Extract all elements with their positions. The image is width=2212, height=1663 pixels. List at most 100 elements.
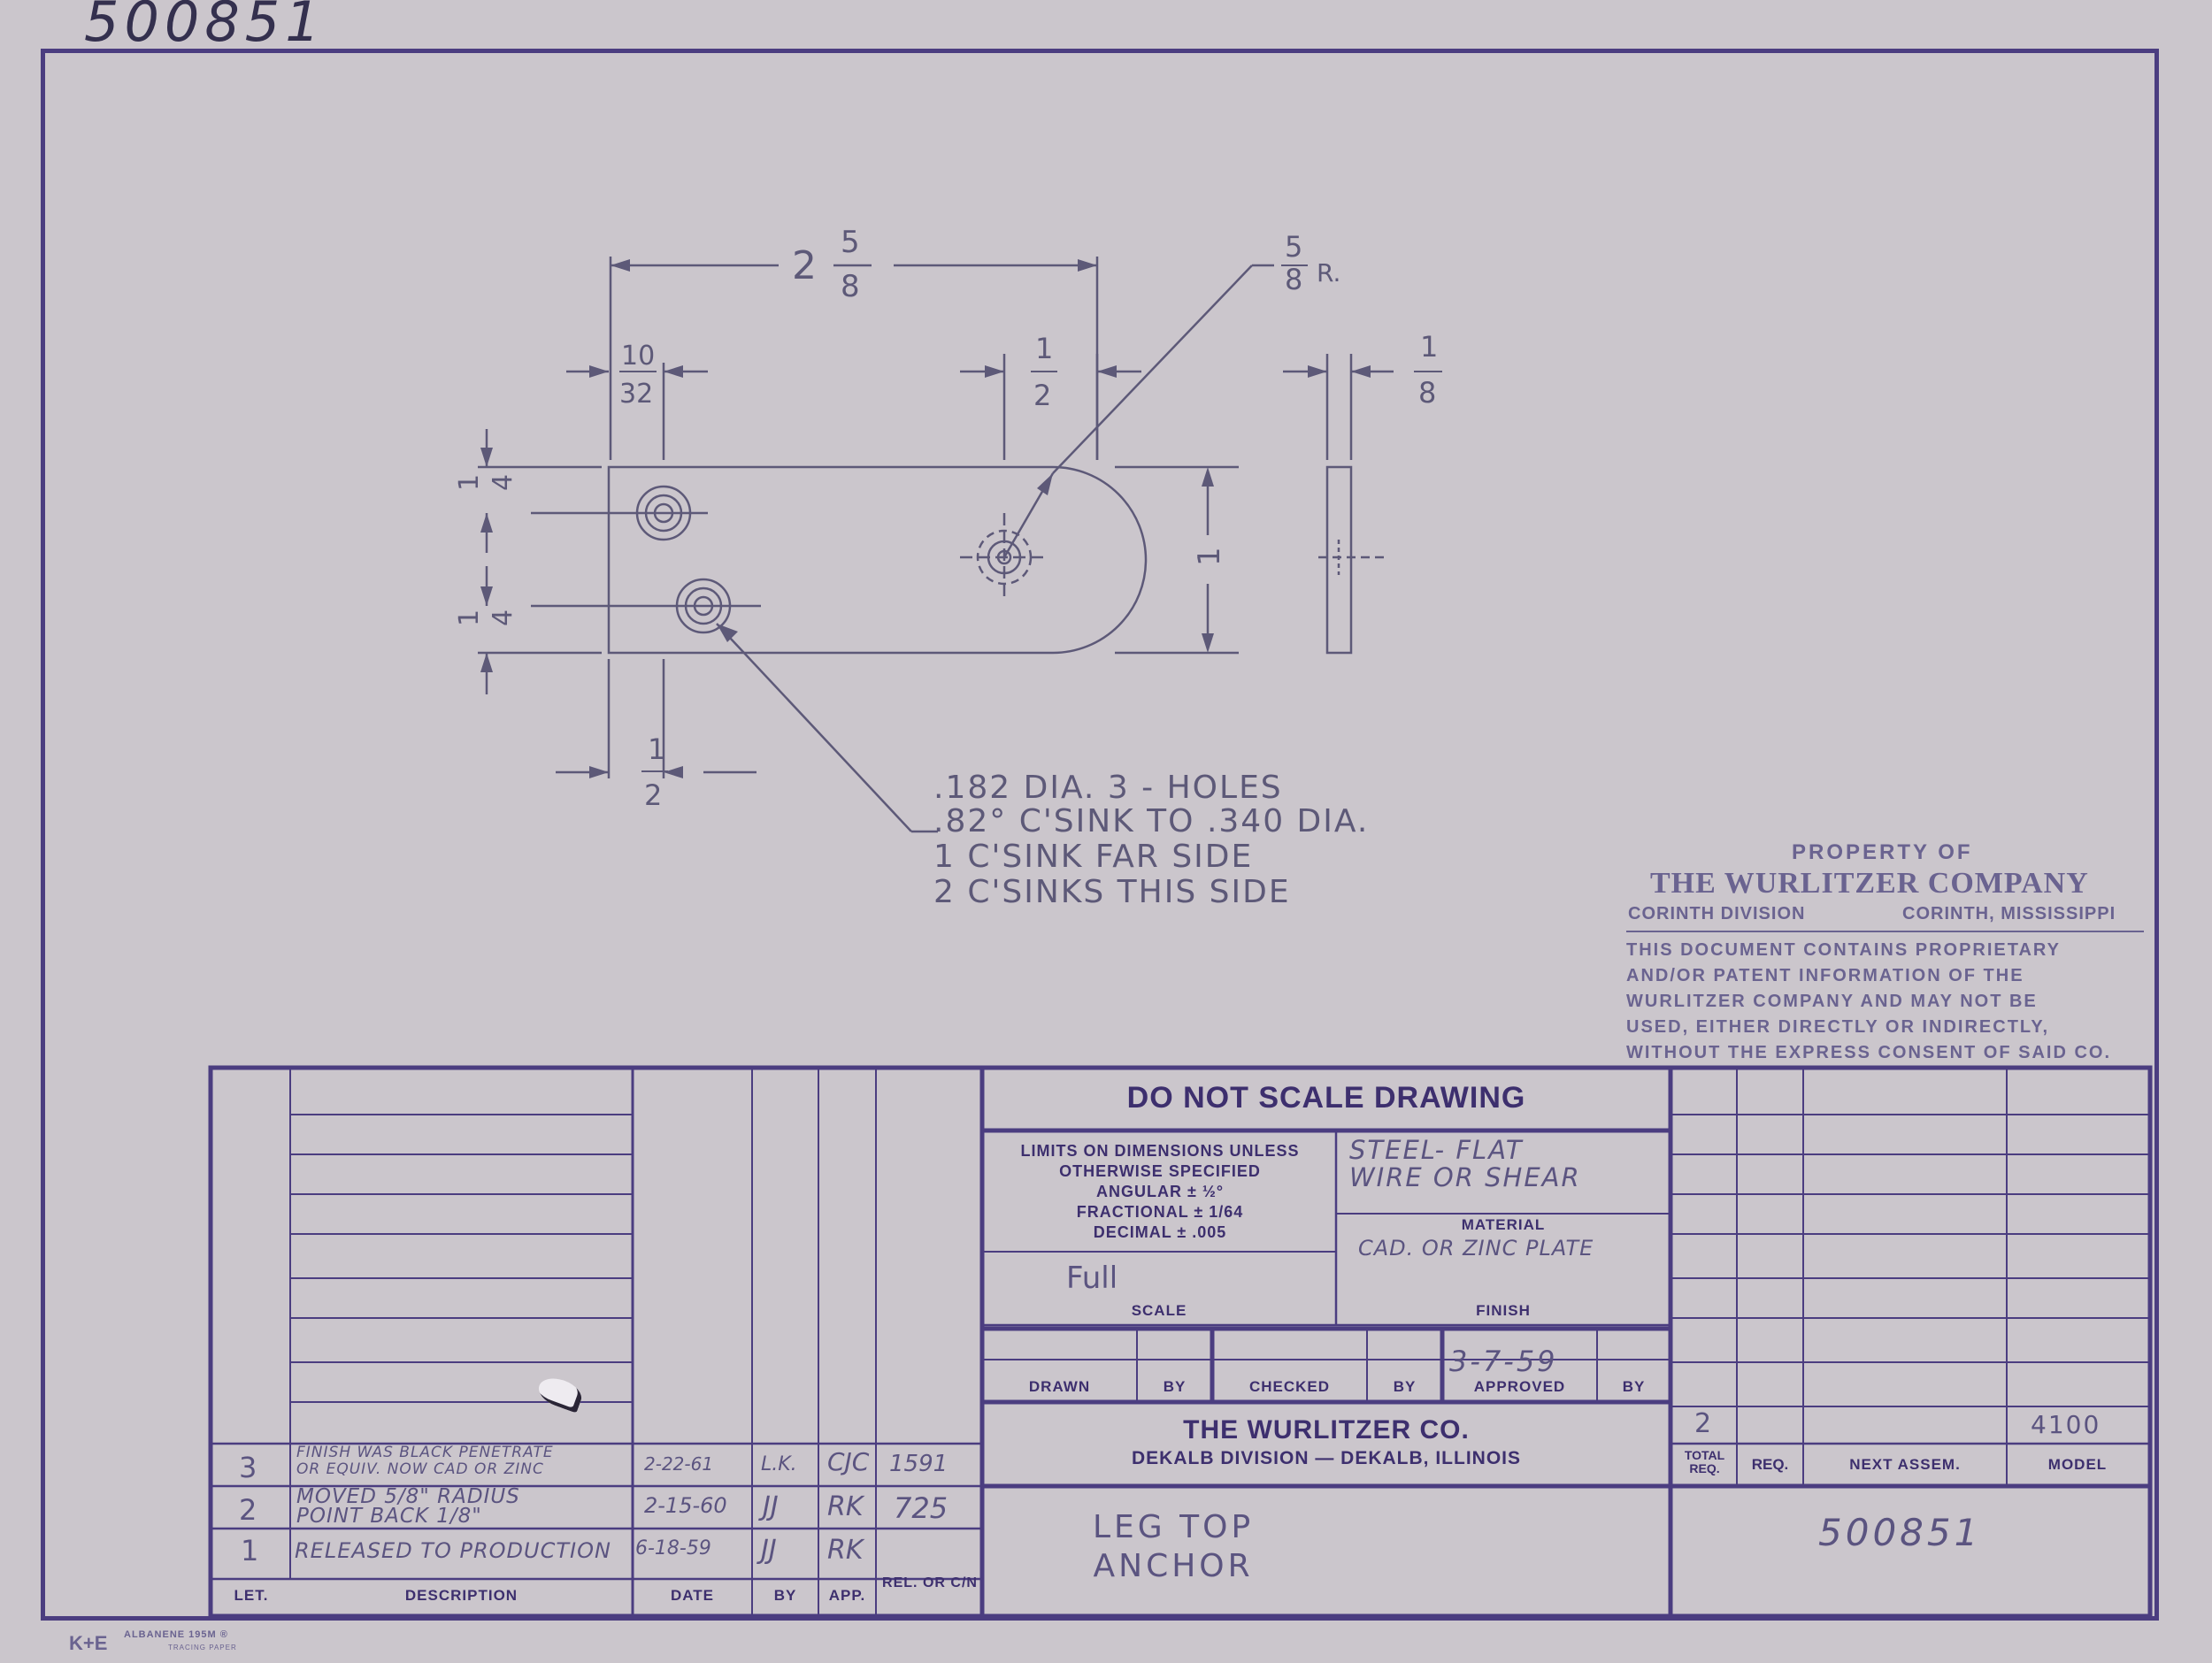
rev-1-letter: 1 bbox=[241, 1534, 259, 1567]
hole-note-line-3: 1 C'SINK FAR SIDE bbox=[933, 839, 1253, 875]
scale-value: Full bbox=[1066, 1261, 1118, 1296]
notice-line: WITHOUT THE EXPRESS CONSENT OF SAID CO. bbox=[1626, 1043, 2112, 1062]
finish-label: FINISH bbox=[1476, 1302, 1531, 1319]
drawn-by-label: BY bbox=[1163, 1378, 1187, 1395]
rev-2-description: MOVED 5/8" RADIUS POINT BACK 1/8" bbox=[296, 1485, 520, 1528]
checked-label: CHECKED bbox=[1248, 1378, 1331, 1395]
material-line: WIRE OR SHEAR bbox=[1349, 1162, 1581, 1192]
paper-brand-line-1: ALBANENE 195M ® bbox=[124, 1629, 228, 1640]
dim-bottom-den: 2 bbox=[644, 778, 662, 812]
property-division: CORINTH DIVISION bbox=[1628, 904, 1806, 923]
property-of-label: PROPERTY OF bbox=[1792, 840, 1973, 864]
rev-header-date: DATE bbox=[670, 1587, 714, 1604]
total-req-label: TOTAL REQ. bbox=[1684, 1448, 1725, 1475]
part-title: LEG TOP ANCHOR bbox=[1093, 1508, 1254, 1586]
dim-overall-whole: 2 bbox=[792, 243, 817, 288]
rev-1-app: RK bbox=[827, 1535, 864, 1566]
rev-header-let: LET. bbox=[234, 1587, 269, 1604]
tolerance-limits: LIMITS ON DIMENSIONS UNLESS OTHERWISE SP… bbox=[984, 1141, 1336, 1243]
dim-vert1-num: 1 bbox=[454, 474, 485, 491]
hole-note-line-2: .82° C'SINK TO .340 DIA. bbox=[933, 803, 1369, 839]
next-assem-label: NEXT ASSEM. bbox=[1849, 1456, 1961, 1473]
rev-3-app: CJC bbox=[827, 1447, 870, 1476]
company-division: DEKALB DIVISION — DEKALB, ILLINOIS bbox=[1131, 1448, 1521, 1468]
notice-line: AND/OR PATENT INFORMATION OF THE bbox=[1626, 966, 2024, 985]
hole-note-line-4: 2 C'SINKS THIS SIDE bbox=[933, 874, 1291, 910]
scale-label: SCALE bbox=[1131, 1302, 1187, 1319]
limits-line: OTHERWISE SPECIFIED bbox=[1059, 1162, 1261, 1180]
rev-header-description: DESCRIPTION bbox=[404, 1587, 518, 1604]
rev-3-by: L.K. bbox=[761, 1453, 797, 1475]
notice-line: USED, EITHER DIRECTLY OR INDIRECTLY, bbox=[1626, 1017, 2049, 1037]
dim-height: 1 bbox=[1192, 547, 1227, 566]
rev-header-app: APP. bbox=[828, 1587, 866, 1604]
part-title-line: LEG TOP bbox=[1093, 1509, 1255, 1545]
rev-2-date: 2-15-60 bbox=[644, 1493, 727, 1518]
dim-hole-offset-den: 32 bbox=[619, 379, 653, 410]
rev-2-rel: 725 bbox=[894, 1491, 949, 1525]
dim-hole-offset-num: 10 bbox=[621, 341, 655, 372]
hole-note-line-1: .182 DIA. 3 - HOLES bbox=[933, 770, 1283, 806]
model-value: 4100 bbox=[2031, 1410, 2101, 1439]
rev-header-rel: REL. OR C/N bbox=[882, 1575, 978, 1590]
rev-3-description: FINISH WAS BLACK PENETRATE OR EQUIV. NOW… bbox=[296, 1445, 554, 1478]
property-city: CORINTH, MISSISSIPPI bbox=[1902, 904, 2116, 923]
corner-drawing-number: 500851 bbox=[84, 0, 326, 54]
dim-vert1-den: 4 bbox=[488, 474, 518, 491]
dim-vert2-num: 1 bbox=[454, 609, 485, 626]
dim-bottom-num: 1 bbox=[648, 732, 665, 766]
rev-3-date: 2-22-61 bbox=[644, 1453, 714, 1475]
approved-label: APPROVED bbox=[1473, 1378, 1566, 1395]
part-title-line: ANCHOR bbox=[1093, 1548, 1254, 1584]
property-divider bbox=[1626, 931, 2144, 932]
rev-desc-line: MOVED 5/8" RADIUS bbox=[296, 1485, 520, 1508]
approved-date: 3-7-59 bbox=[1449, 1345, 1558, 1378]
side-view bbox=[1325, 465, 1353, 655]
material-line: STEEL- FLAT bbox=[1349, 1135, 1524, 1165]
limits-line: ANGULAR ± ½° bbox=[1095, 1183, 1225, 1200]
approved-by-label: BY bbox=[1622, 1378, 1646, 1395]
material-value: STEEL- FLAT WIRE OR SHEAR bbox=[1349, 1137, 1581, 1192]
dim-radius-den: 8 bbox=[1285, 263, 1302, 296]
rev-desc-line: OR EQUIV. NOW CAD OR ZINC bbox=[296, 1460, 544, 1478]
paper-brand-line-2: TRACING PAPER bbox=[168, 1644, 237, 1652]
rev-header-by: BY bbox=[773, 1587, 797, 1604]
property-notice: THIS DOCUMENT CONTAINS PROPRIETARY AND/O… bbox=[1626, 938, 2157, 1066]
do-not-scale-label: DO NOT SCALE DRAWING bbox=[1126, 1081, 1526, 1115]
rev-2-by: JJ bbox=[763, 1491, 779, 1522]
notice-line: THIS DOCUMENT CONTAINS PROPRIETARY bbox=[1626, 940, 2061, 960]
limits-line: FRACTIONAL ± 1/64 bbox=[1076, 1203, 1244, 1221]
paper-brand-logo: K+E bbox=[69, 1632, 108, 1654]
total-req-value: 2 bbox=[1694, 1408, 1712, 1439]
rev-desc-line: FINISH WAS BLACK PENETRATE bbox=[296, 1444, 554, 1461]
rev-2-app: RK bbox=[827, 1491, 864, 1522]
part-outline bbox=[607, 465, 1148, 655]
rev-desc-line: POINT BACK 1/8" bbox=[296, 1505, 482, 1528]
rev-1-by: JJ bbox=[761, 1535, 777, 1566]
dim-vert2-den: 4 bbox=[488, 609, 518, 626]
rev-2-letter: 2 bbox=[239, 1493, 257, 1527]
finish-value: CAD. OR ZINC PLATE bbox=[1358, 1236, 1594, 1261]
notice-line: WURLITZER COMPANY AND MAY NOT BE bbox=[1626, 992, 2038, 1011]
dim-overall-num: 5 bbox=[841, 225, 860, 260]
company-name: THE WURLITZER CO. bbox=[1183, 1415, 1470, 1445]
drawing-number: 500851 bbox=[1818, 1511, 1982, 1554]
dim-center-den: 2 bbox=[1033, 379, 1051, 412]
dim-overall-den: 8 bbox=[841, 269, 860, 304]
material-label: MATERIAL bbox=[1461, 1216, 1546, 1233]
rev-3-rel: 1591 bbox=[889, 1451, 949, 1477]
rev-3-letter: 3 bbox=[239, 1451, 257, 1484]
rev-1-date: 6-18-59 bbox=[635, 1537, 711, 1560]
dim-radius-num: 5 bbox=[1285, 230, 1302, 264]
dim-thickness-num: 1 bbox=[1420, 330, 1438, 364]
rev-desc-line: RELEASED TO PRODUCTION bbox=[295, 1538, 611, 1563]
req-label: REQ. bbox=[1751, 1456, 1789, 1473]
limits-line: DECIMAL ± .005 bbox=[1093, 1223, 1227, 1241]
dim-center-num: 1 bbox=[1035, 332, 1053, 365]
property-company: THE WURLITZER COMPANY bbox=[1650, 867, 2089, 900]
model-label: MODEL bbox=[2047, 1456, 2108, 1473]
rev-1-description: RELEASED TO PRODUCTION bbox=[295, 1538, 611, 1563]
dim-thickness-den: 8 bbox=[1418, 376, 1436, 410]
